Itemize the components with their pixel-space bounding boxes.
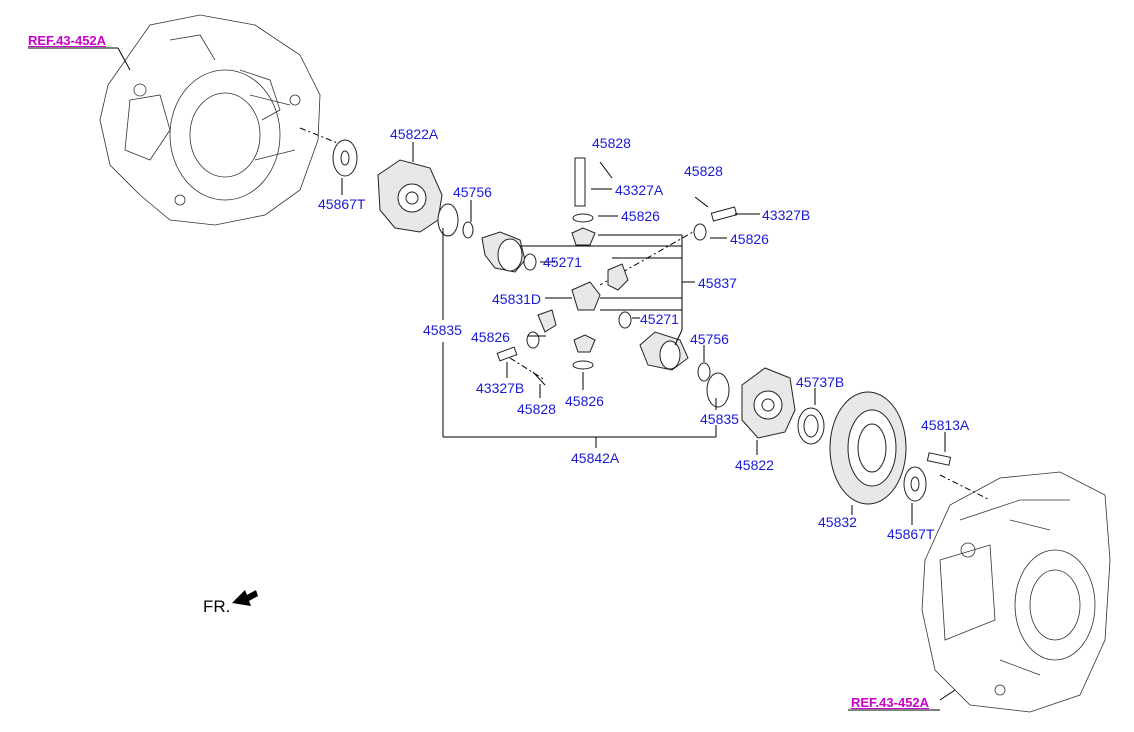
washer-right (693, 223, 707, 241)
part-label-45835-right[interactable]: 45835 (700, 411, 739, 427)
part-label-45828-bottom[interactable]: 45828 (517, 401, 556, 417)
pinion-gear-left (537, 309, 557, 333)
part-label-43327B-right[interactable]: 43327B (762, 207, 811, 223)
part-label-45831D[interactable]: 45831D (492, 291, 542, 307)
part-label-45826-bottom[interactable]: 45826 (565, 393, 604, 409)
part-label-45828-right[interactable]: 45828 (684, 163, 723, 179)
part-label-43327B-left[interactable]: 43327B (476, 380, 525, 396)
part-label-45842A[interactable]: 45842A (571, 450, 620, 466)
part-label-45822A[interactable]: 45822A (390, 126, 439, 142)
axis-line-pin (509, 357, 546, 381)
leader-lines (28, 47, 956, 711)
part-label-45756-bottom[interactable]: 45756 (690, 331, 729, 347)
pin-left (496, 346, 518, 362)
differential-case-45822A (377, 159, 443, 233)
pinion-shaft (574, 157, 586, 207)
differential-case-45822 (741, 367, 796, 439)
oring-bottom (697, 362, 711, 382)
part-label-45867T-left[interactable]: 45867T (318, 196, 366, 212)
part-label-45826-right[interactable]: 45826 (730, 231, 769, 247)
part-label-45822[interactable]: 45822 (735, 457, 774, 473)
axis-line-left (299, 127, 356, 151)
part-label-45835-left[interactable]: 45835 (423, 322, 462, 338)
part-label-45271-bottom[interactable]: 45271 (640, 311, 679, 327)
pinion-45837 (607, 263, 629, 291)
part-label-45867T-right[interactable]: 45867T (887, 526, 935, 542)
part-label-45826-left[interactable]: 45826 (471, 329, 510, 345)
ref-link-bottom-right[interactable]: REF.43-452A (851, 695, 930, 710)
axis-line-right (939, 474, 991, 501)
pinion-gear-bottom (573, 334, 596, 353)
side-gear-left (481, 231, 526, 273)
side-gear-right (639, 331, 689, 371)
part-label-45756-top[interactable]: 45756 (453, 184, 492, 200)
pinion-washer-left (526, 331, 540, 349)
part-label-43327A[interactable]: 43327A (615, 182, 664, 198)
pin-right (710, 206, 738, 222)
part-label-45837[interactable]: 45837 (698, 275, 737, 291)
transaxle-housing-right (921, 471, 1111, 713)
shim-plate-right (706, 372, 730, 408)
ref-link-top-left[interactable]: REF.43-452A (28, 33, 107, 48)
part-label-45832[interactable]: 45832 (818, 514, 857, 530)
pinion-washer-bottom (572, 360, 594, 370)
part-label-45813A[interactable]: 45813A (921, 417, 970, 433)
washer-45271-top (523, 253, 537, 271)
transaxle-housing-left (99, 14, 321, 226)
part-label-45737B[interactable]: 45737B (796, 374, 845, 390)
part-label-45826-top[interactable]: 45826 (621, 208, 660, 224)
part-label-45271-top[interactable]: 45271 (543, 254, 582, 270)
part-label-45828-top[interactable]: 45828 (592, 135, 631, 151)
front-marker-label: FR. (203, 597, 231, 616)
axis-line-mid (599, 227, 701, 286)
ring-gear-45832 (829, 391, 907, 505)
pinion-gear-top (571, 227, 596, 246)
front-arrow-icon (232, 590, 258, 606)
bolt-45813A (926, 452, 952, 466)
spider-45831D (571, 281, 601, 311)
oring-top (462, 221, 474, 239)
pinion-washer-top (572, 213, 594, 223)
shim-plate-left (437, 203, 459, 237)
washer-45271-bottom (618, 311, 632, 329)
